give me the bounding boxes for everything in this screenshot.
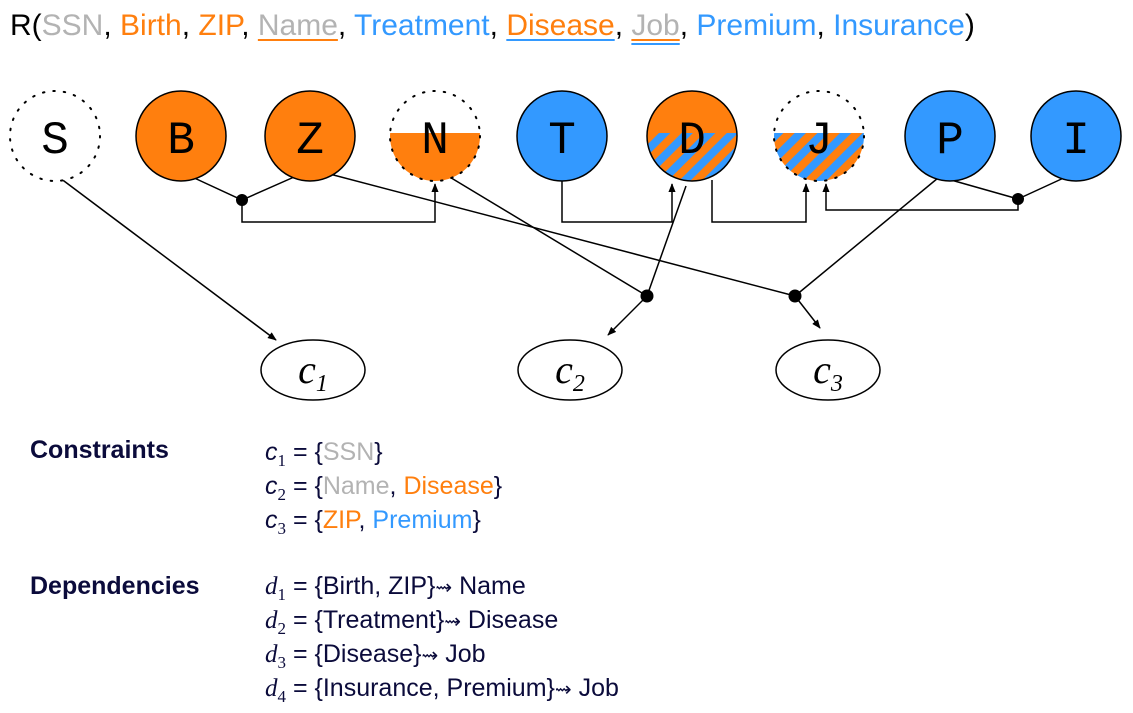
line-zip-c3 [321, 171, 796, 297]
relation-separator: , [103, 9, 120, 42]
relation-separator: , [241, 9, 258, 42]
relation-separator: , [490, 9, 507, 42]
junction-dot [788, 289, 802, 303]
svg-text:J: J [805, 115, 833, 167]
dependency-item: d1 = {Birth, ZIP}⇝ Name [265, 572, 526, 604]
relation-attribute: Disease [506, 9, 614, 42]
svg-text:c3: c3 [813, 347, 843, 397]
svg-text:Z: Z [296, 115, 324, 167]
arrow-to-c2 [607, 295, 648, 336]
constraint-item: c2 = {Name, Disease} [265, 472, 502, 504]
arrow-disease-job [711, 180, 810, 223]
constraint-node-c2: c2 [517, 339, 623, 401]
node-insurance: I [1030, 90, 1122, 182]
constraint-nodes: c1 c2 c3 [260, 339, 881, 401]
svg-text:S: S [41, 115, 69, 167]
relation-attribute: Name [258, 9, 338, 42]
junction-dot [640, 289, 654, 303]
arrow-to-name [241, 183, 439, 223]
relation-attribute: Job [631, 9, 679, 42]
line-name-c2 [447, 175, 648, 297]
constraint-item: c3 = {ZIP, Premium} [265, 506, 481, 538]
relation-separator: , [338, 9, 354, 42]
relation-schema: R(SSN, Birth, ZIP, Name, Treatment, Dise… [10, 9, 975, 42]
relation-attribute: Birth [120, 9, 182, 42]
node-disease: D [646, 90, 738, 182]
arrow-treatment-disease [561, 180, 676, 223]
relation-suffix: ) [965, 9, 975, 42]
svg-text:P: P [936, 115, 964, 167]
svg-text:N: N [421, 115, 449, 167]
junction-dot [1012, 193, 1024, 205]
node-ssn: S [9, 90, 101, 182]
constraint-node-c1: c1 [260, 339, 366, 401]
relation-separator: , [816, 9, 833, 42]
node-premium: P [904, 90, 996, 182]
relation-separator: , [182, 9, 199, 42]
svg-text:T: T [548, 115, 576, 167]
relation-attribute: SSN [42, 9, 104, 42]
constraint-item: c1 = {SSN} [265, 438, 383, 470]
dependency-item: d3 = {Disease}⇝ Job [265, 640, 486, 672]
arrow-to-c3 [794, 295, 821, 329]
node-job: J [773, 90, 865, 182]
dependency-item: d4 = {Insurance, Premium}⇝ Job [265, 674, 619, 706]
line-disease-c2 [646, 185, 687, 297]
attribute-nodes: S B Z N T D [9, 90, 1122, 182]
node-name: N [389, 90, 481, 182]
line-premium-c3 [794, 177, 939, 297]
node-zip: Z [264, 90, 356, 182]
node-birth: B [135, 90, 227, 182]
node-treatment: T [516, 90, 608, 182]
arrow-to-job [822, 183, 1019, 211]
dependency-item: d2 = {Treatment}⇝ Disease [265, 606, 558, 638]
connection-lines [59, 169, 1069, 341]
relation-separator: , [680, 9, 697, 42]
svg-text:B: B [167, 115, 195, 167]
svg-text:c2: c2 [555, 347, 585, 397]
svg-text:c1: c1 [298, 347, 328, 397]
relation-separator: , [615, 9, 632, 42]
junction-dot [236, 194, 248, 206]
relation-attribute: Insurance [833, 9, 965, 42]
relation-attribute: Treatment [354, 9, 490, 42]
arrow-ssn-c1 [59, 177, 277, 341]
relation-underlines [257, 39, 680, 45]
dependencies-heading: Dependencies [30, 572, 200, 600]
relation-prefix: R( [10, 9, 42, 42]
svg-text:D: D [678, 115, 706, 167]
constraint-node-c3: c3 [775, 339, 881, 401]
relation-attribute: Premium [696, 9, 816, 42]
svg-text:I: I [1062, 115, 1090, 167]
constraints-list: c1 = {SSN}c2 = {Name, Disease}c3 = {ZIP,… [265, 438, 502, 538]
relation-attribute: ZIP [198, 9, 244, 42]
constraints-heading: Constraints [30, 436, 169, 464]
